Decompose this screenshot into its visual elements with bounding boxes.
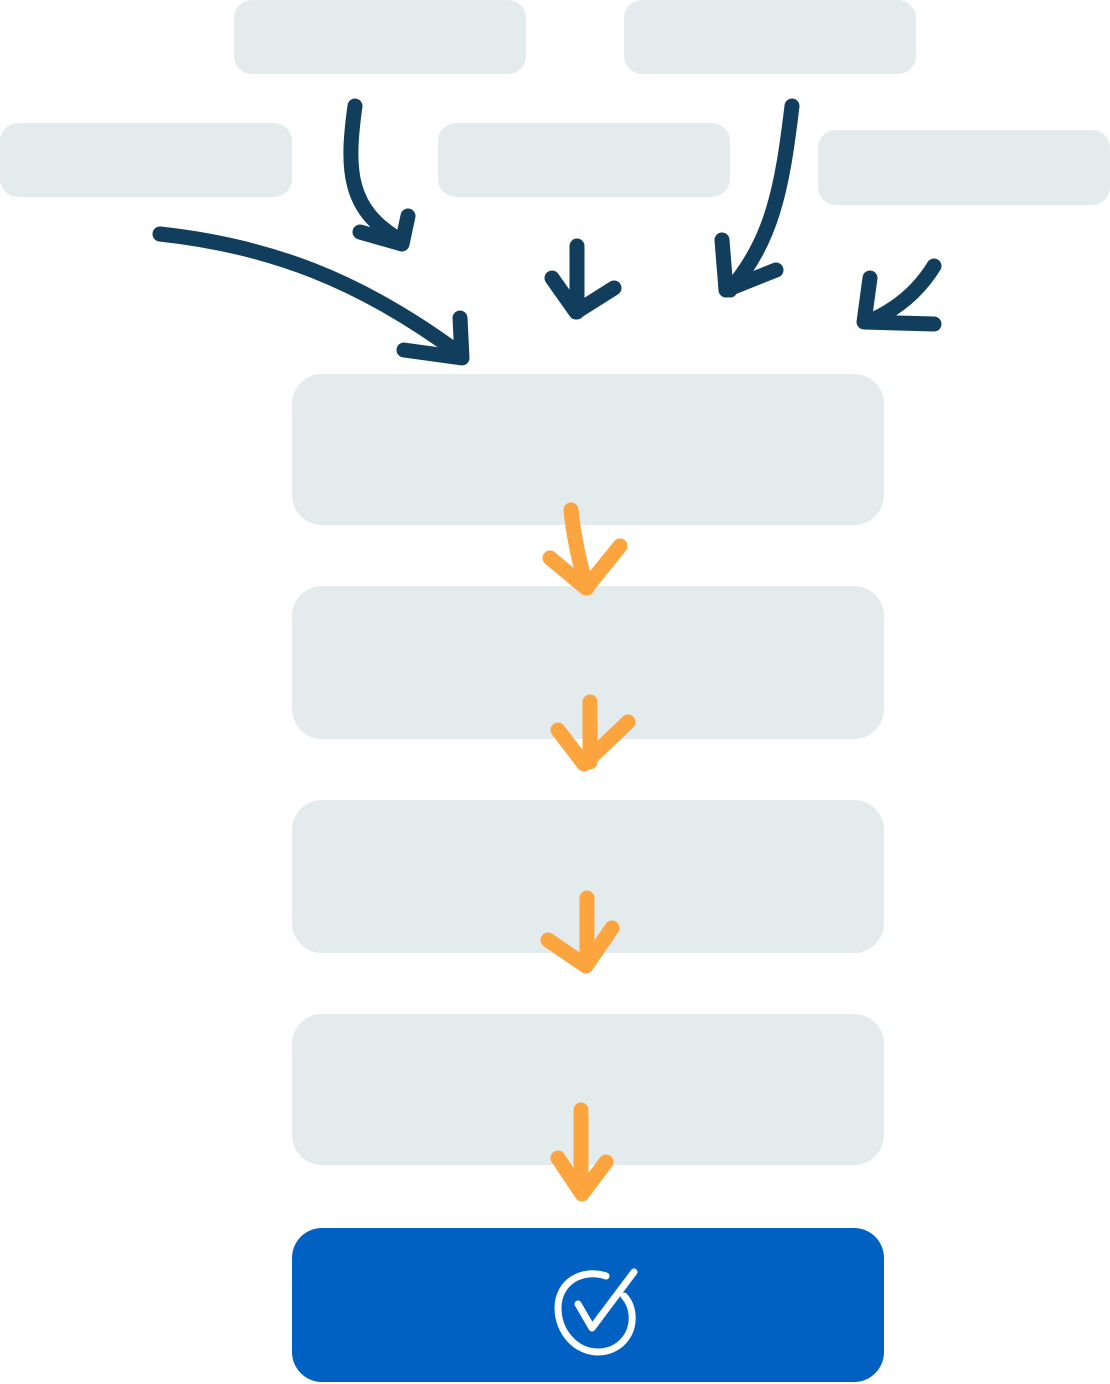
source-input-box-4 [438,123,730,197]
input-arrow-5 [856,258,942,332]
process-step-box-2 [292,586,884,739]
result-box [292,1228,884,1382]
process-step-box-1 [292,374,884,525]
input-arrow-2 [714,98,800,298]
source-input-box-2 [624,0,916,74]
input-arrow-3 [152,226,470,366]
source-input-box-3 [0,123,292,197]
check-circle-icon [552,1266,642,1358]
source-input-box-1 [234,0,526,74]
process-step-box-4 [292,1014,884,1165]
input-arrow-1 [343,98,416,252]
process-step-box-3 [292,800,884,953]
source-input-box-5 [818,130,1110,205]
input-arrow-4 [544,238,622,320]
